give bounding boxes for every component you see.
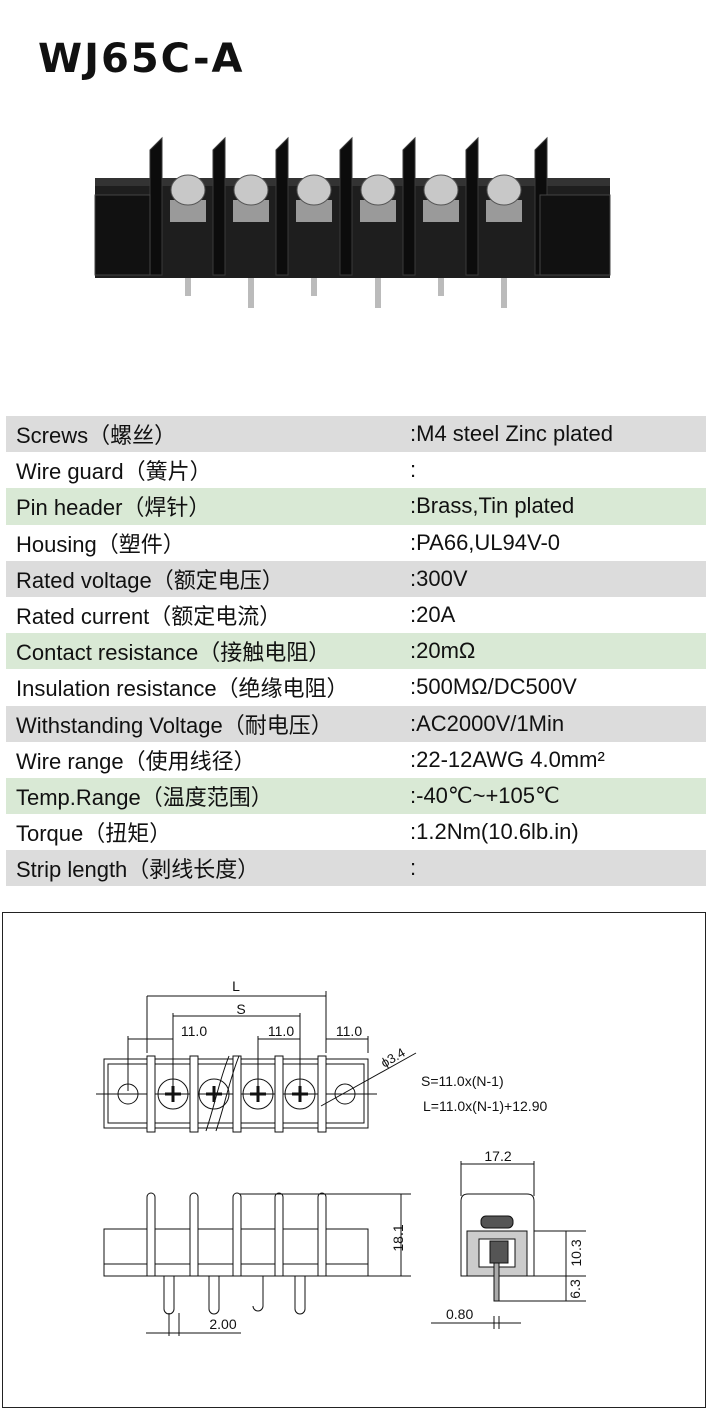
side-view bbox=[103, 1192, 411, 1336]
spec-row: Wire guard（簧片）: bbox=[6, 452, 706, 488]
formula-s: S=11.0x(N-1) bbox=[421, 1073, 504, 1089]
spec-label: Withstanding Voltage（耐电压） bbox=[16, 712, 333, 738]
spec-value: :22-12AWG 4.0mm² bbox=[410, 746, 605, 772]
spec-value: :300V bbox=[410, 565, 468, 591]
spec-row: Housing（塑件） :PA66,UL94V-0 bbox=[6, 525, 706, 561]
spec-label: Housing（塑件） bbox=[16, 531, 185, 557]
spec-row: Pin header（焊针） :Brass,Tin plated bbox=[6, 488, 706, 525]
spec-label: Insulation resistance（绝缘电阻） bbox=[16, 676, 349, 702]
spec-value: : bbox=[410, 855, 417, 881]
dim-S: S bbox=[236, 1001, 245, 1017]
dim-pitch-1: 11.0 bbox=[181, 1023, 207, 1039]
spec-label: Rated current（额定电流） bbox=[16, 604, 282, 630]
top-view bbox=[96, 991, 417, 1133]
spec-label: Temp.Range（温度范围） bbox=[16, 784, 273, 810]
dimension-drawing: L S 11.0 11.0 11.0 ϕ3.4 S=11.0x(N-1) L=1… bbox=[2, 912, 706, 1408]
spec-row: Temp.Range（温度范围） :-40℃~+105℃ bbox=[6, 777, 706, 815]
spec-row: Screws（螺丝） :M4 steel Zinc plated bbox=[6, 416, 706, 453]
spec-row: Rated voltage（额定电压） :300V bbox=[6, 560, 706, 597]
spec-label: Screws（螺丝） bbox=[16, 423, 177, 449]
dim-body-height: 10.3 bbox=[568, 1239, 584, 1266]
dim-height: 18.1 bbox=[390, 1224, 406, 1251]
spec-row: Torque（扭矩） :1.2Nm(10.6lb.in) bbox=[6, 814, 706, 850]
dim-pin-pitch: 2.00 bbox=[209, 1316, 236, 1332]
spec-label: Pin header（焊针） bbox=[16, 495, 211, 521]
spec-label: Torque（扭矩） bbox=[16, 821, 172, 847]
screw-icon bbox=[170, 174, 206, 206]
dim-L: L bbox=[232, 978, 240, 994]
dim-pin-thickness: 0.80 bbox=[446, 1306, 473, 1322]
spec-label: Strip length（剥线长度） bbox=[16, 857, 260, 883]
spec-value: :500MΩ/DC500V bbox=[410, 674, 577, 700]
screw-icon bbox=[423, 174, 459, 206]
dim-width: 17.2 bbox=[484, 1148, 511, 1164]
spec-row: Strip length（剥线长度）: bbox=[6, 850, 706, 887]
screw-icon bbox=[360, 174, 396, 206]
spec-value: :PA66,UL94V-0 bbox=[410, 529, 561, 555]
spec-value: :-40℃~+105℃ bbox=[410, 782, 560, 808]
spec-row: Rated current（额定电流） :20A bbox=[6, 597, 706, 633]
spec-label: Contact resistance（接触电阻） bbox=[16, 640, 331, 666]
spec-value: :20A bbox=[410, 602, 456, 628]
spec-value: : bbox=[410, 457, 417, 483]
spec-value: :AC2000V/1Min bbox=[410, 710, 565, 736]
spec-row: Insulation resistance（绝缘电阻） :500MΩ/DC500V bbox=[6, 669, 706, 705]
spec-row: Withstanding Voltage（耐电压） :AC2000V/1Min bbox=[6, 705, 706, 742]
spec-value: :M4 steel Zinc plated bbox=[410, 421, 613, 447]
end-view bbox=[431, 1161, 586, 1329]
spec-row: Wire range（使用线径） :22-12AWG 4.0mm² bbox=[6, 742, 706, 778]
dim-pitch-2: 11.0 bbox=[268, 1023, 294, 1039]
spec-value: :20mΩ bbox=[410, 638, 476, 664]
product-title: WJ65C-A bbox=[38, 36, 245, 82]
spec-row: Contact resistance（接触电阻） :20mΩ bbox=[6, 633, 706, 670]
spec-value: :Brass,Tin plated bbox=[410, 493, 575, 519]
spec-label: Rated voltage（额定电压） bbox=[16, 567, 284, 593]
formula-l: L=11.0x(N-1)+12.90 bbox=[423, 1098, 547, 1114]
screw-icon bbox=[233, 174, 269, 206]
dim-pitch-3: 11.0 bbox=[336, 1023, 362, 1039]
spec-value: :1.2Nm(10.6lb.in) bbox=[410, 819, 579, 845]
spec-label: Wire range（使用线径） bbox=[16, 748, 256, 774]
product-photo bbox=[94, 136, 611, 308]
screw-icon bbox=[486, 174, 522, 206]
screw-icon bbox=[296, 174, 332, 206]
dim-pin-length: 6.3 bbox=[567, 1279, 583, 1299]
spec-label: Wire guard（簧片） bbox=[16, 459, 212, 485]
dim-hole: ϕ3.4 bbox=[378, 1045, 407, 1071]
